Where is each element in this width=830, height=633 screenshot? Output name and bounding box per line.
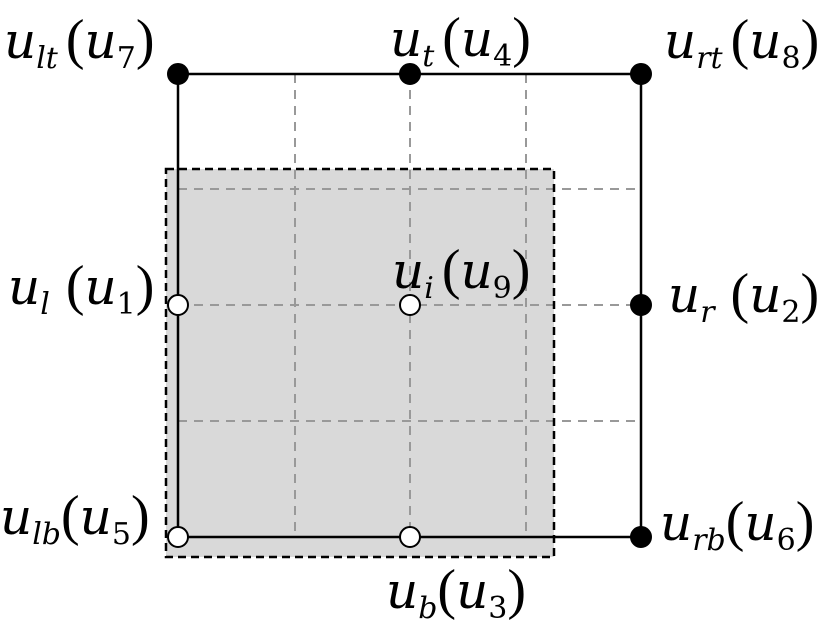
label-r: ur(u2) <box>668 263 820 330</box>
label-t: ut(u4) <box>390 7 531 74</box>
label-lb: ulb(u5) <box>0 485 150 552</box>
label-rb: urb(u6) <box>660 491 815 558</box>
node-lb-hollow <box>167 526 189 548</box>
node-lt-filled <box>167 63 189 85</box>
label-lt: ult(u7) <box>4 9 155 76</box>
nodes <box>167 63 652 548</box>
label-rt: urt(u8) <box>664 9 820 76</box>
node-rt-filled <box>630 63 652 85</box>
node-i-hollow <box>399 294 421 316</box>
node-rb-filled <box>630 526 652 548</box>
node-r-filled <box>630 294 652 316</box>
label-l: ul(u1) <box>8 255 155 322</box>
node-b-hollow <box>399 526 421 548</box>
node-t-filled <box>399 63 421 85</box>
node-l-hollow <box>167 294 189 316</box>
shaded-region <box>166 169 554 557</box>
shaded-region-border <box>164 167 556 559</box>
label-b: ub(u3) <box>386 559 527 626</box>
label-i: ui(u9) <box>392 239 531 306</box>
